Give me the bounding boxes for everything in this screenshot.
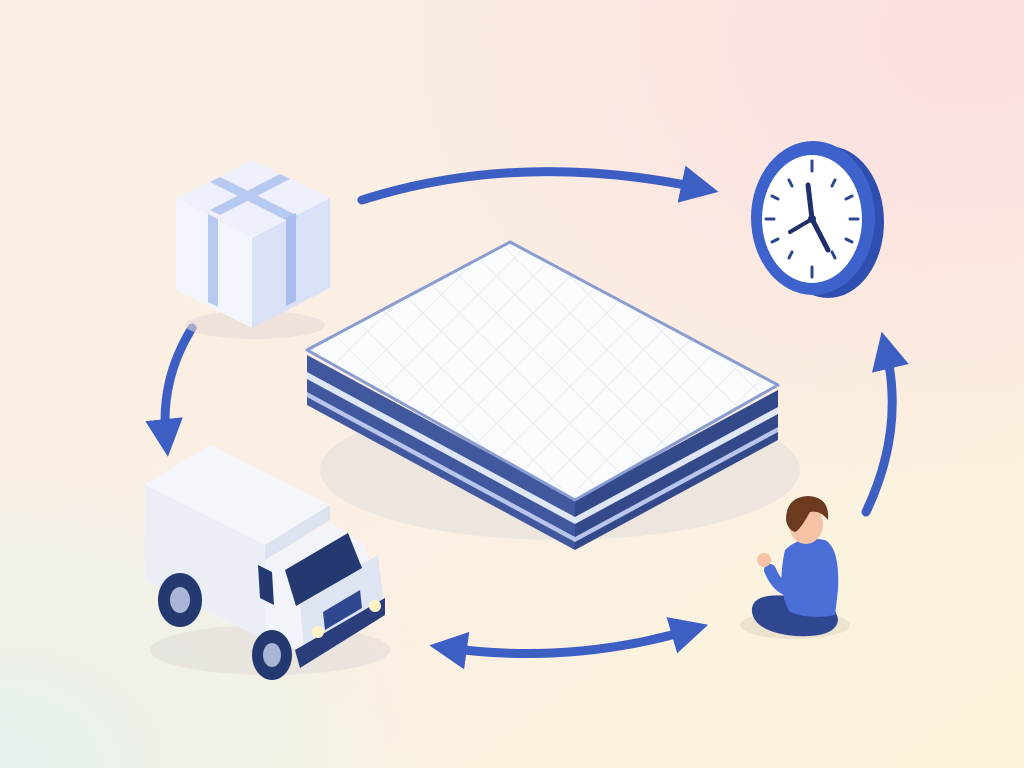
arrow-person-to-clock bbox=[861, 331, 909, 517]
truck-icon bbox=[145, 445, 390, 680]
person-icon bbox=[740, 496, 850, 639]
clock-icon bbox=[751, 141, 884, 298]
package-icon bbox=[176, 160, 330, 339]
arrow-truck-person-bidirectional bbox=[429, 617, 709, 670]
arrow-box-to-truck bbox=[145, 323, 197, 457]
arrow-box-to-clock bbox=[357, 165, 719, 205]
mattress-icon bbox=[305, 240, 800, 550]
